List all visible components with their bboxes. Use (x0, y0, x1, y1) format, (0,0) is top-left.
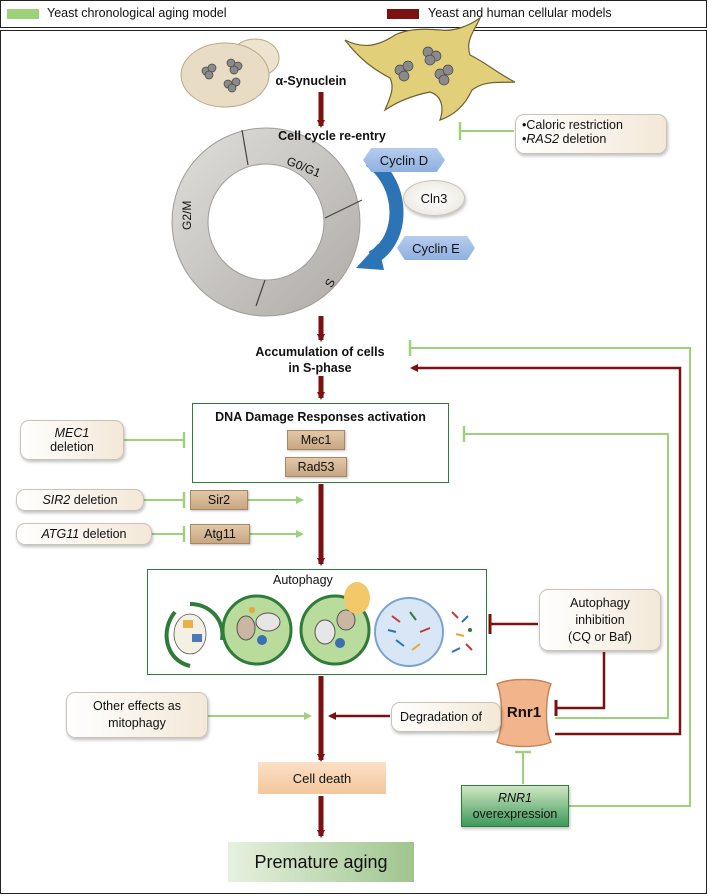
mec1-box: Mec1 (287, 430, 345, 450)
sir2-label: Sir2 (207, 493, 231, 507)
sir2-deletion-box: SIR2 deletion (16, 489, 144, 511)
diagram-frame (0, 30, 707, 894)
legend-red-swatch (387, 9, 419, 19)
accumulation-line2: in S-phase (288, 361, 352, 375)
autophagy-inhibition-box: Autophagy inhibition (CQ or Baf) (539, 589, 661, 651)
caloric-restriction-item: •Caloric restriction (522, 118, 623, 132)
degradation-box: Degradation of (391, 702, 501, 732)
phase-g2m-label: G2/M (180, 200, 194, 230)
sir2-deletion-gene: SIR2 (42, 493, 71, 507)
legend-green-label: Yeast chronological aging model (47, 6, 227, 20)
atg11-deletion-suffix: deletion (79, 527, 127, 541)
legend: Yeast chronological aging model Yeast an… (0, 0, 707, 28)
rnr1-label: Rnr1 (506, 704, 542, 721)
rnr1-overexpression-box: RNR1 overexpression (461, 785, 569, 827)
legend-red-label: Yeast and human cellular models (428, 6, 612, 20)
rnr1-overexpression-suffix: overexpression (472, 807, 558, 821)
autophagy-inhibition-line3: (CQ or Baf) (568, 629, 632, 644)
yeast-cell-icon (180, 38, 280, 108)
premature-aging-label: Premature aging (254, 851, 388, 872)
alpha-synuclein-label: α-Synuclein (275, 74, 347, 88)
sir2-deletion-suffix: deletion (70, 493, 118, 507)
ras2-deletion-item: •RAS2 deletion (522, 132, 607, 146)
atg11-deletion-gene: ATG11 (41, 527, 80, 541)
premature-aging-box: Premature aging (228, 842, 414, 882)
rad53-box: Rad53 (285, 457, 347, 477)
accumulation-label: Accumulation of cells in S-phase (220, 344, 420, 376)
other-effects-line1: Other effects as (92, 699, 181, 713)
rnr1-overexpression-gene: RNR1 (497, 791, 533, 805)
other-effects-line2: mitophagy (108, 716, 166, 730)
cyclin-e-box: Cyclin E (397, 236, 475, 260)
sir2-box: Sir2 (190, 490, 248, 510)
mec1-deletion-box: MEC1 deletion (20, 420, 124, 460)
mec1-deletion-suffix: deletion (50, 440, 94, 454)
rnr1-protein-icon (496, 678, 553, 748)
cyclin-e-label: Cyclin E (412, 240, 460, 256)
autophagy-inhibition-line1: Autophagy (570, 595, 630, 610)
cyclin-d-box: Cyclin D (363, 148, 445, 172)
cell-death-box: Cell death (258, 762, 386, 794)
cell-death-label: Cell death (292, 770, 352, 786)
cln3-box: Cln3 (403, 180, 465, 216)
atg11-label: Atg11 (204, 527, 236, 541)
ddr-title: DNA Damage Responses activation (215, 410, 426, 424)
cln3-label: Cln3 (420, 190, 448, 206)
rad53-label: Rad53 (297, 460, 335, 474)
autophagy-box: Autophagy (147, 569, 487, 675)
accumulation-line1: Accumulation of cells (255, 345, 385, 359)
autophagy-inhibition-line2: inhibition (575, 612, 625, 627)
cell-cycle-reentry-label: Cell cycle re-entry (278, 129, 386, 143)
mec1-label: Mec1 (300, 433, 332, 447)
cycle-progression-arrow (365, 154, 404, 265)
autophagy-title: Autophagy (273, 573, 333, 587)
autophagy-illustration (164, 582, 473, 668)
atg11-deletion-box: ATG11 deletion (16, 523, 152, 545)
degradation-label: Degradation of (400, 710, 483, 724)
cell-cycle-ring (171, 127, 363, 317)
mec1-deletion-gene: MEC1 (54, 426, 90, 440)
legend-green-swatch (7, 9, 39, 19)
cyclin-d-label: Cyclin D (379, 152, 429, 168)
human-neuron-icon (344, 16, 516, 121)
atg11-box: Atg11 (190, 524, 250, 544)
other-effects-box: Other effects as mitophagy (66, 692, 208, 738)
caloric-restriction-box: •Caloric restriction •RAS2 deletion (515, 114, 667, 154)
